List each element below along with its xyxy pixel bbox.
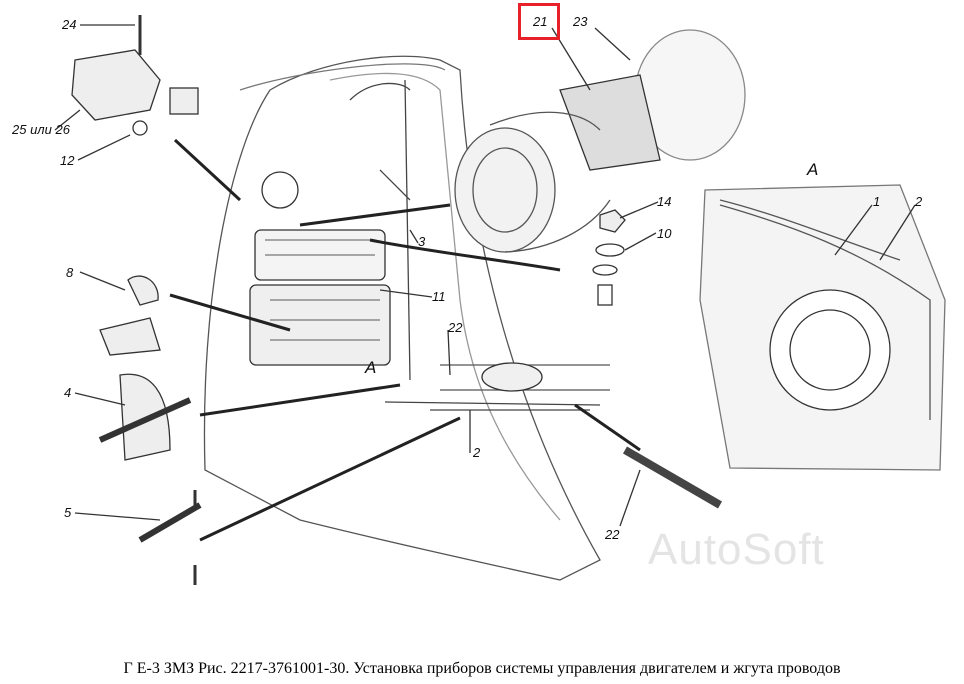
view-a-title: A xyxy=(807,160,819,179)
callout-3: 3 xyxy=(418,234,426,249)
callout-23: 23 xyxy=(573,14,588,29)
callout-10: 10 xyxy=(657,226,672,241)
callout-22-top: 22 xyxy=(448,320,463,335)
callout-2-bottom: 2 xyxy=(473,445,481,460)
view-a-marker: A xyxy=(365,358,377,377)
callout-8: 8 xyxy=(66,265,74,280)
highlight-box xyxy=(518,3,560,40)
callout-5: 5 xyxy=(64,505,72,520)
callout-24: 24 xyxy=(62,17,77,32)
callout-12: 12 xyxy=(60,153,75,168)
callout-1: 1 xyxy=(873,194,881,209)
watermark: AutoSoft xyxy=(648,525,825,574)
callout-4: 4 xyxy=(64,385,72,400)
callout-21: 21 xyxy=(533,14,548,29)
callout-2-view-a: 2 xyxy=(915,194,923,209)
callout-25-26: 25 или 26 xyxy=(12,122,70,137)
callout-14: 14 xyxy=(657,194,672,209)
callout-11: 11 xyxy=(432,289,446,304)
figure-caption: Г Е-3 ЗМЗ Рис. 2217-3761001-30. Установк… xyxy=(123,660,841,677)
callout-22-sensor: 22 xyxy=(605,527,620,542)
